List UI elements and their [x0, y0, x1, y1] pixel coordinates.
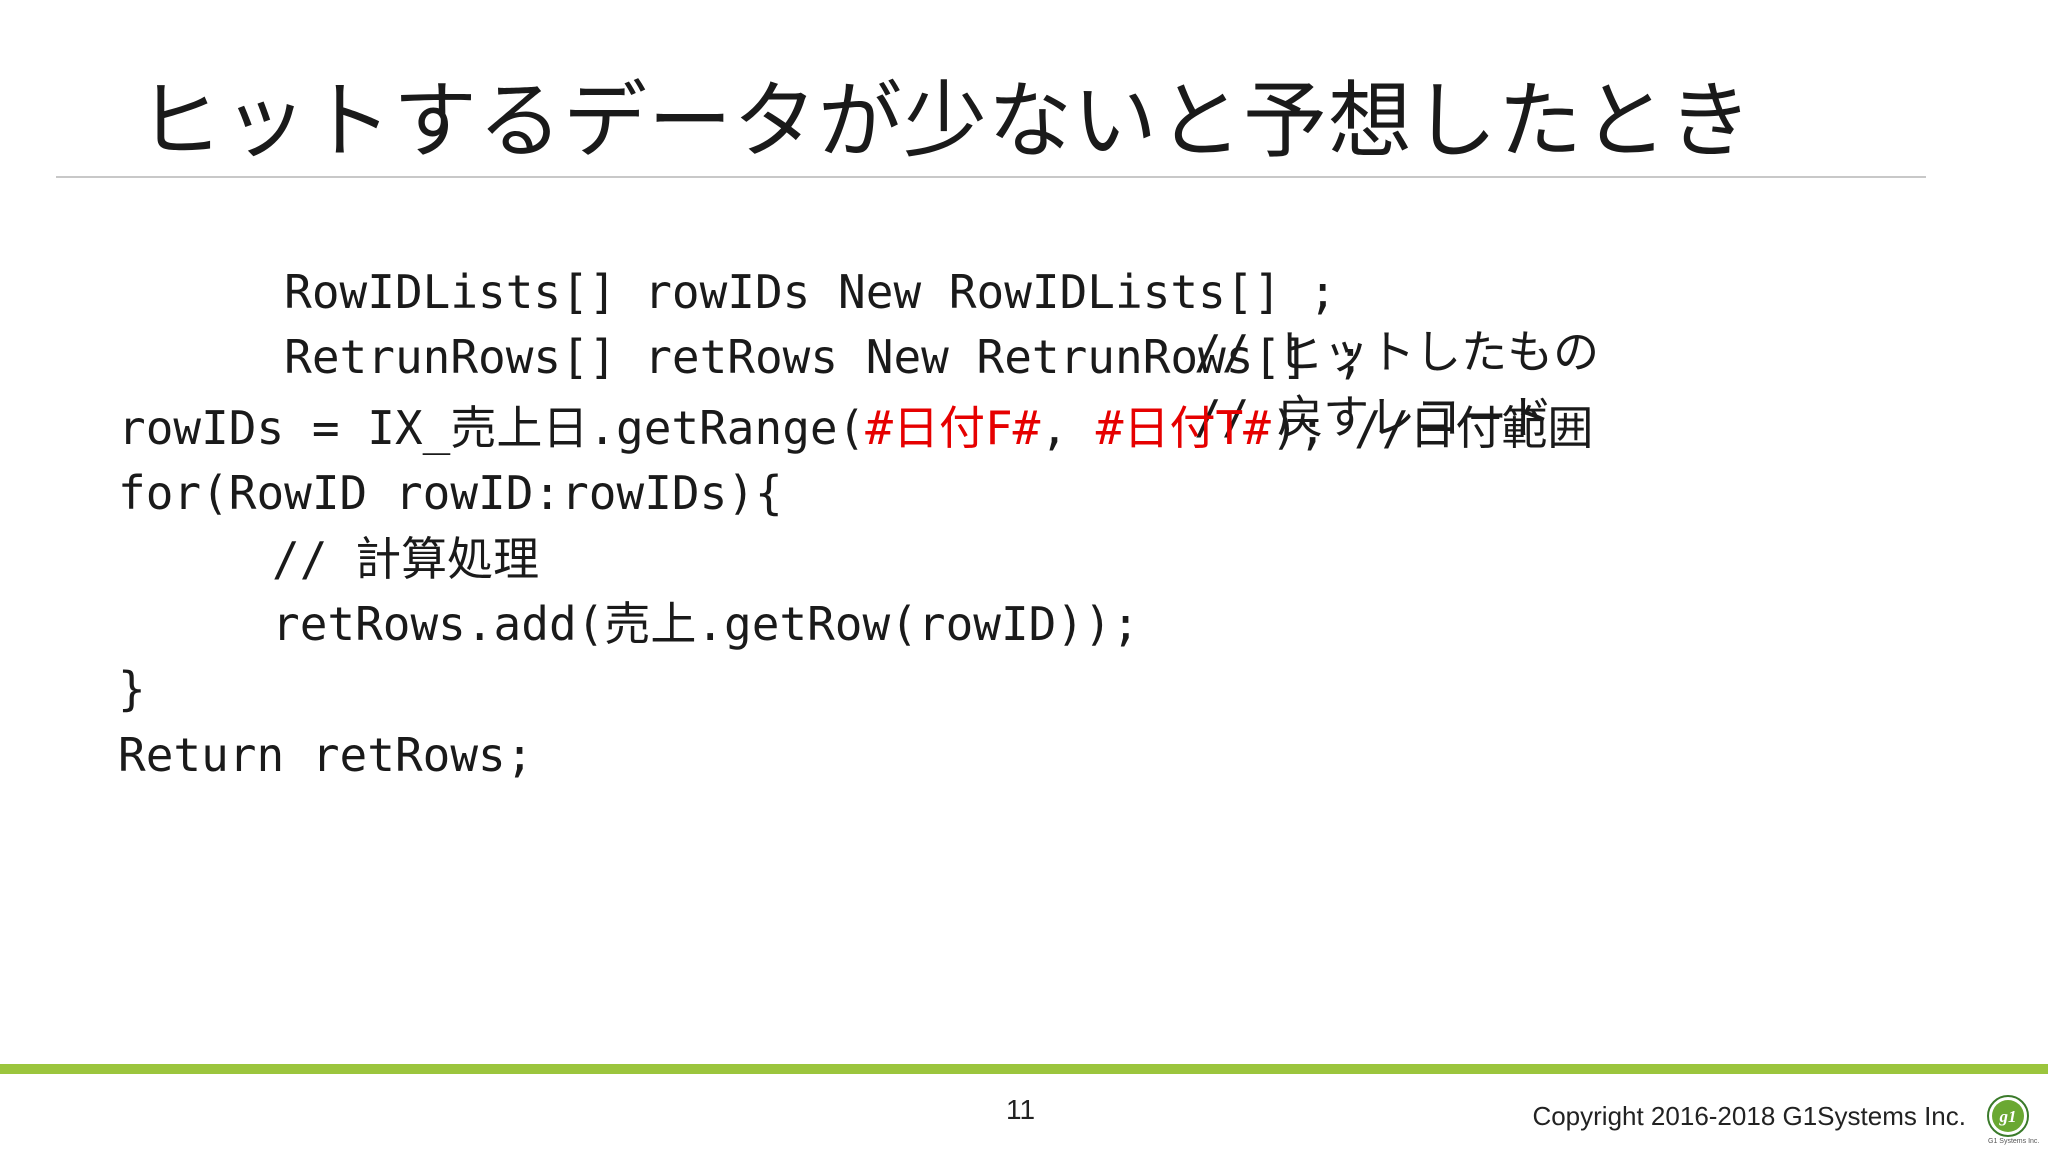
date-from-param: #日付F#	[865, 401, 1041, 455]
code-line-6: retRows.add(売上.getRow(rowID));	[272, 597, 1140, 651]
code-comment: // 戻すレコード	[1194, 390, 1554, 444]
copyright-text: Copyright 2016-2018 G1Systems Inc.	[1532, 1101, 1966, 1131]
company-logo-icon: g1	[1987, 1095, 2029, 1137]
code-comment: // ヒットしたもの	[1194, 325, 1600, 379]
date-to-param: #日付T#	[1095, 401, 1271, 455]
code-text: rowIDs = IX_売上日.getRange(	[118, 401, 866, 455]
slide-title: ヒットするデータが少ないと予想したとき	[138, 72, 1754, 170]
title-divider	[56, 176, 1926, 178]
code-separator: ,	[1040, 401, 1096, 455]
code-text: RowIDLists[] rowIDs New RowIDLists[] ;	[284, 265, 1337, 319]
code-line-1: RowIDLists[] rowIDs New RowIDLists[] ; /…	[118, 202, 1599, 379]
svg-text:g1: g1	[1999, 1107, 2017, 1126]
logo-caption: G1 Systems Inc.	[1988, 1138, 2040, 1145]
code-text: RetrunRows[] retRows New RetrunRows[] ;	[284, 330, 1365, 384]
code-text: ); //日付範囲	[1270, 401, 1594, 455]
code-line-5: // 計算処理	[272, 532, 540, 586]
page-number: 11	[1006, 1094, 1036, 1125]
code-line-2: RetrunRows[] retRows New RetrunRows[] ; …	[118, 267, 1553, 444]
footer-accent-bar	[0, 1064, 2048, 1074]
code-line-3: rowIDs = IX_売上日.getRange(#日付F#, #日付T#); …	[118, 398, 1593, 458]
code-line-4: for(RowID rowID:rowIDs){	[118, 466, 783, 520]
code-line-8: Return retRows;	[118, 728, 534, 782]
code-line-7: }	[118, 662, 146, 716]
